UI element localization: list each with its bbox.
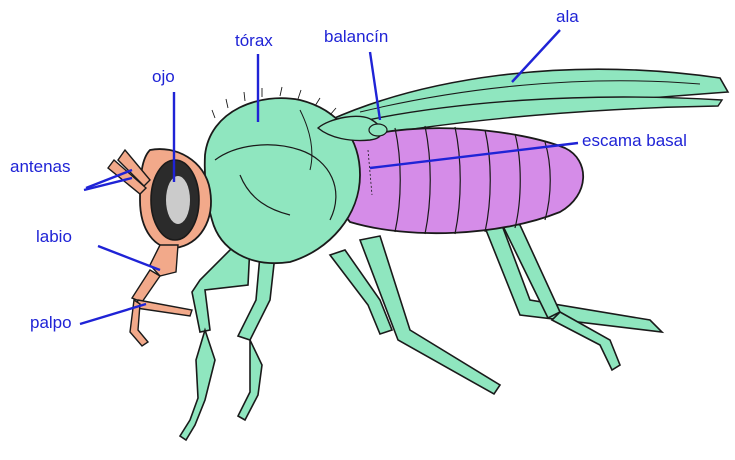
label-torax: tórax (235, 32, 273, 49)
thorax (205, 87, 360, 263)
label-balancin: balancín (324, 28, 388, 45)
label-labio: labio (36, 228, 72, 245)
label-palpo: palpo (30, 314, 72, 331)
abdomen (335, 126, 583, 234)
label-ojo: ojo (152, 68, 175, 85)
wing (330, 69, 728, 138)
label-ala: ala (556, 8, 579, 25)
label-antenas: antenas (10, 158, 71, 175)
label-escama-basal: escama basal (582, 132, 687, 149)
head (140, 149, 211, 248)
mouthparts (130, 245, 192, 346)
